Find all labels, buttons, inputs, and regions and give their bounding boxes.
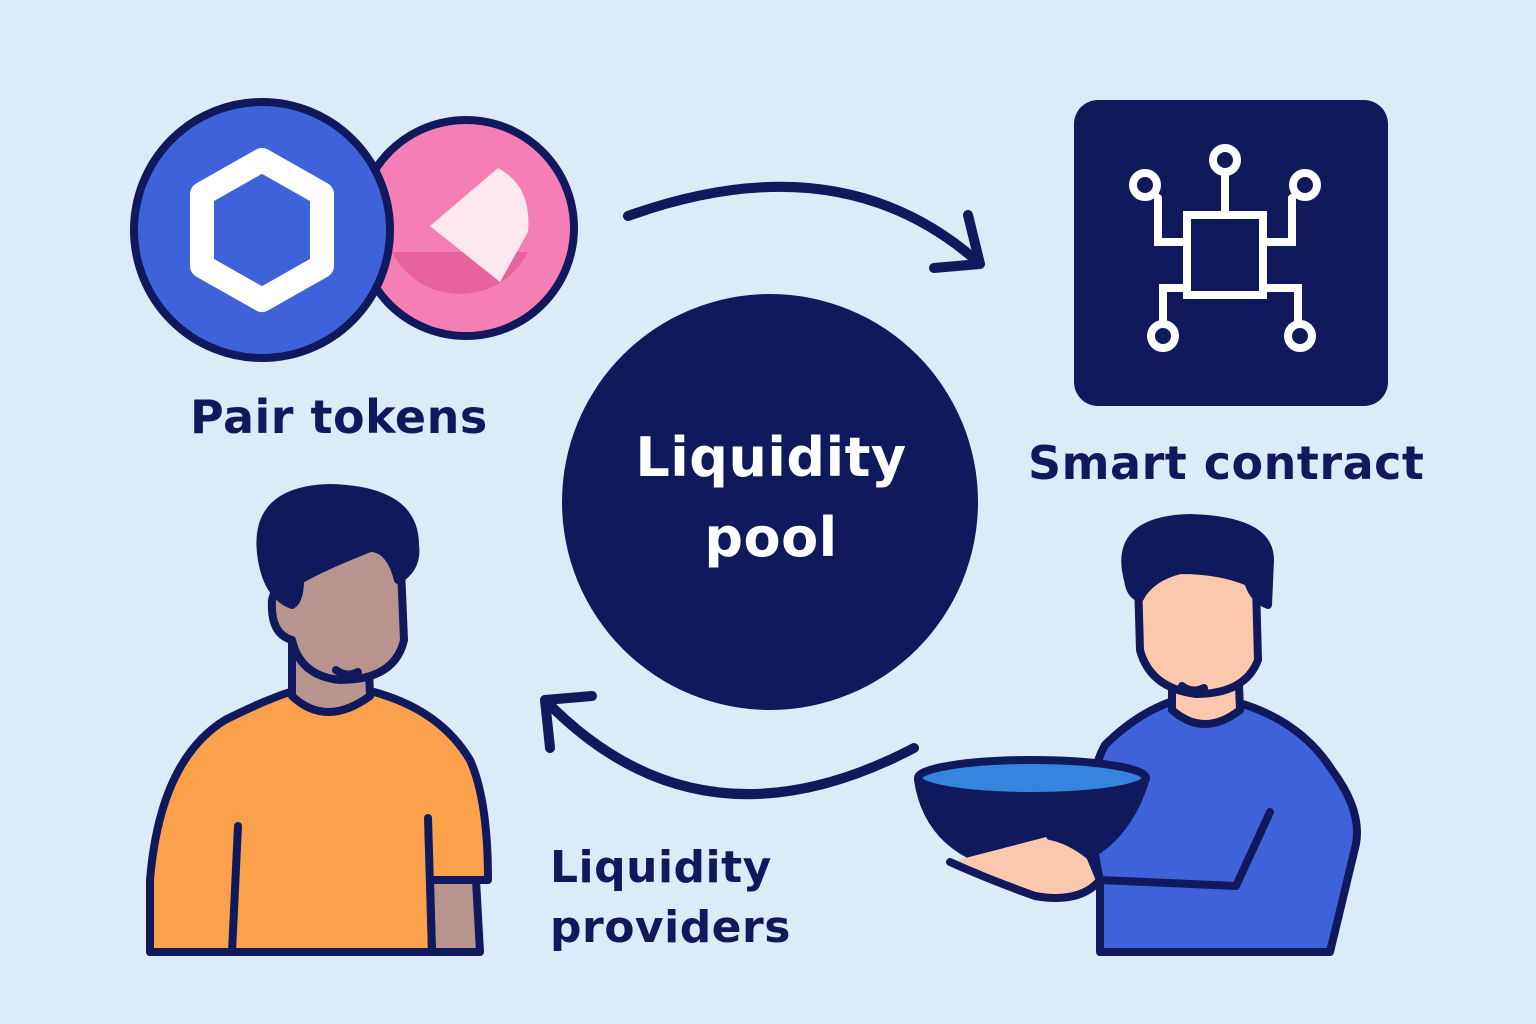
liquidity-pool-label: Liquidity pool xyxy=(566,418,976,578)
circuit-chip-icon xyxy=(1074,100,1388,406)
liquidity-pool-circle xyxy=(562,294,978,710)
pair-tokens-label: Pair tokens xyxy=(190,390,488,444)
liquidity-providers-label-line2: providers xyxy=(550,902,791,953)
smart-contract-label: Smart contract xyxy=(1028,436,1425,490)
arrow-right-icon xyxy=(623,181,985,273)
liquidity-providers-label: Liquidity providers xyxy=(550,838,870,958)
liquidity-providers-label-line1: Liquidity xyxy=(550,842,772,893)
liquidity-pool-label-line1: Liquidity xyxy=(635,426,907,489)
pool-holder-figure xyxy=(914,514,1361,956)
liquidity-pool-label-line2: pool xyxy=(704,506,838,569)
pair-tokens-group xyxy=(130,98,578,362)
hexagon-token-icon xyxy=(130,98,394,362)
liquidity-provider-figure xyxy=(146,484,492,956)
pink-token-icon xyxy=(354,116,578,340)
arrow-left-icon xyxy=(540,691,919,800)
